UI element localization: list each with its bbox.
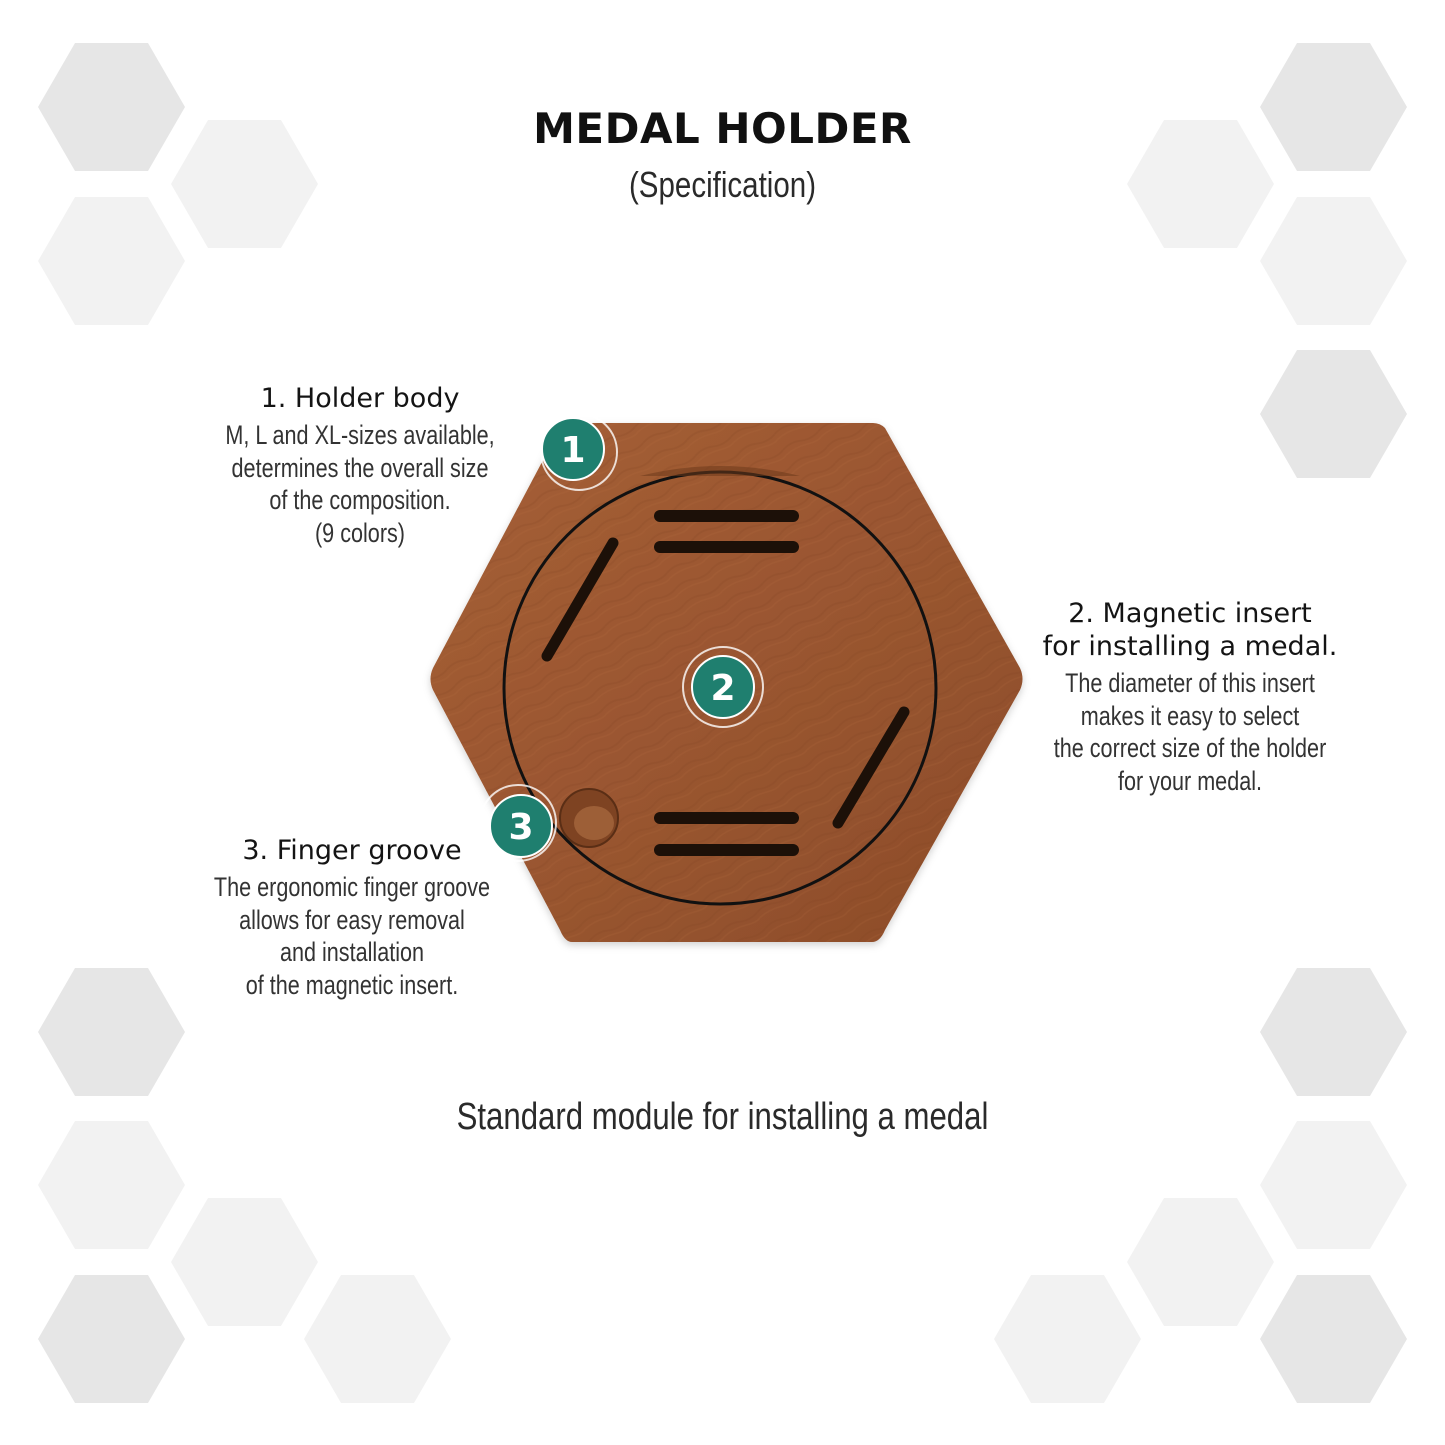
callout-heading: 1. Holder body [260, 383, 460, 414]
slot [541, 537, 619, 662]
bg-hexagon [38, 197, 185, 325]
callout-heading: 3. Finger groove [242, 835, 462, 866]
bg-hexagon [171, 120, 318, 248]
bg-hexagon [1127, 1198, 1274, 1326]
callout-description: The diameter of this insert makes it eas… [1030, 667, 1350, 797]
description-line: The ergonomic finger groove [213, 872, 491, 902]
description-line: of the composition. [269, 485, 451, 515]
badge-number: 3 [508, 807, 533, 848]
description-line: allows for easy removal [239, 904, 465, 935]
bg-hexagon [1260, 43, 1407, 171]
bg-hexagon [1260, 197, 1407, 325]
callout-magnetic-insert: 2. Magnetic insert for installing a meda… [990, 597, 1390, 797]
bg-hexagon [171, 1198, 318, 1326]
bg-hexagon [38, 43, 185, 171]
number-badge [489, 794, 553, 858]
description-line: determines the overall size [231, 452, 489, 483]
bg-hexagon [38, 1275, 185, 1403]
number-badge [541, 417, 605, 481]
badge-3: 3 [479, 784, 557, 862]
description-line: (9 colors) [314, 517, 406, 548]
slot [832, 706, 910, 829]
description-line: M, L and XL-sizes available, [225, 420, 495, 450]
heading-line: 2. Magnetic insert [1068, 598, 1312, 629]
bg-hexagon [1260, 968, 1407, 1096]
bg-hexagon [1260, 1275, 1407, 1403]
heading-line: for installing a medal. [1042, 631, 1338, 662]
product-caption: Standard module for installing a medal [456, 1096, 989, 1138]
bg-hexagon [38, 1121, 185, 1249]
description-line: of the magnetic insert. [245, 969, 459, 1000]
callout-finger-groove: 3. Finger groove The ergonomic finger gr… [152, 834, 552, 1001]
badge-number: 1 [560, 430, 585, 471]
number-badge [691, 655, 755, 719]
insert-top-notch [640, 466, 800, 476]
bg-hexagon [1127, 120, 1274, 248]
callout-description: The ergonomic finger groove allows for e… [192, 871, 512, 1001]
callout-heading: 2. Magnetic insert for installing a meda… [990, 597, 1390, 663]
description-line: and installation [279, 937, 425, 967]
description-line: makes it easy to select [1080, 700, 1300, 731]
bg-hexagon [38, 968, 185, 1096]
page-subtitle: (Specification) [628, 164, 817, 205]
badge-number: 2 [710, 668, 735, 709]
finger-groove-depth [574, 806, 614, 840]
callout-holder-body: 1. Holder body M, L and XL-sizes availab… [160, 382, 560, 549]
description-line: The diameter of this insert [1065, 668, 1315, 698]
badge-2: 2 [682, 646, 764, 728]
description-line: the correct size of the holder [1053, 733, 1327, 763]
page-title: MEDAL HOLDER [533, 104, 912, 153]
badge-1: 1 [540, 413, 618, 491]
description-line: for your medal. [1117, 765, 1263, 796]
bg-hexagon [1260, 350, 1407, 478]
medal-holder-product: 1 2 3 [430, 413, 1023, 942]
bg-hexagon [994, 1275, 1141, 1403]
callout-description: M, L and XL-sizes available, determines … [200, 419, 520, 549]
bg-hexagon [304, 1275, 451, 1403]
bg-hexagon [1260, 1121, 1407, 1249]
